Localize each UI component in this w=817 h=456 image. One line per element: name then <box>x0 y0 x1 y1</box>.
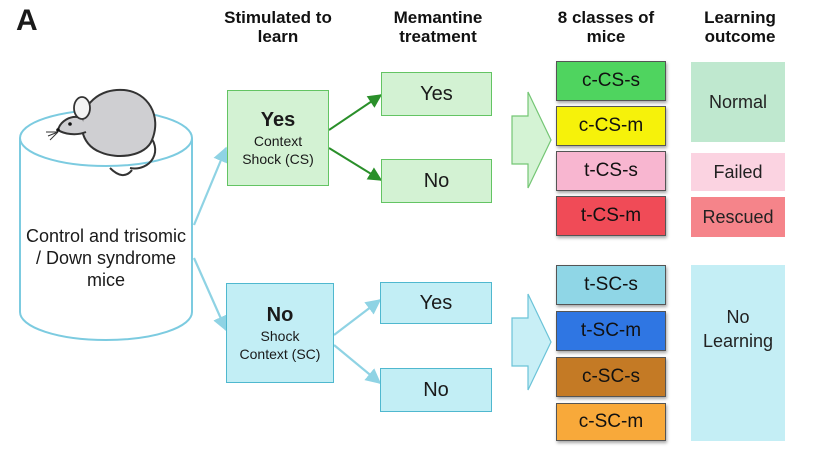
stim-yes-line1: Context <box>253 133 303 149</box>
panel-label: A <box>16 4 38 37</box>
treatment-no-sc: No <box>380 368 492 412</box>
header-memantine: Memantine treatment <box>393 8 483 46</box>
stim-no-line2: Context (SC) <box>239 346 321 362</box>
mouse-icon <box>46 88 157 176</box>
class-box: c-CS-m <box>556 106 666 146</box>
header-classes: 8 classes of mice <box>557 8 655 46</box>
treatment-yes-sc: Yes <box>380 282 492 324</box>
class-box: c-SC-s <box>556 357 666 397</box>
outcome-normal: Normal <box>691 62 785 142</box>
outcome-rescued: Rescued <box>691 197 785 237</box>
treatment-no-cs: No <box>381 159 492 203</box>
class-box: t-CS-s <box>556 151 666 191</box>
class-box: t-CS-m <box>556 196 666 236</box>
class-box: t-SC-m <box>556 311 666 351</box>
stim-no-title: No <box>266 304 294 326</box>
class-box: c-CS-s <box>556 61 666 101</box>
class-box: c-SC-m <box>556 403 666 441</box>
outcome-no-learning-line2: Learning <box>702 331 774 351</box>
header-outcome: Learning outcome <box>704 8 776 46</box>
stim-yes-title: Yes <box>260 109 296 131</box>
stim-no-box: No Shock Context (SC) <box>226 283 334 383</box>
header-stimulated: Stimulated to learn <box>224 8 332 46</box>
stim-no-line1: Shock <box>260 328 300 344</box>
stim-yes-line2: Shock (CS) <box>242 151 314 167</box>
stim-yes-box: Yes Context Shock (CS) <box>227 90 329 186</box>
outcome-no-learning-line1: No <box>726 307 750 327</box>
outcome-failed: Failed <box>691 153 785 191</box>
cylinder-label: Control and trisomic / Down syndrome mic… <box>25 226 187 290</box>
treatment-yes-cs: Yes <box>381 72 492 116</box>
class-box: t-SC-s <box>556 265 666 305</box>
outcome-no-learning: No Learning <box>691 265 785 441</box>
